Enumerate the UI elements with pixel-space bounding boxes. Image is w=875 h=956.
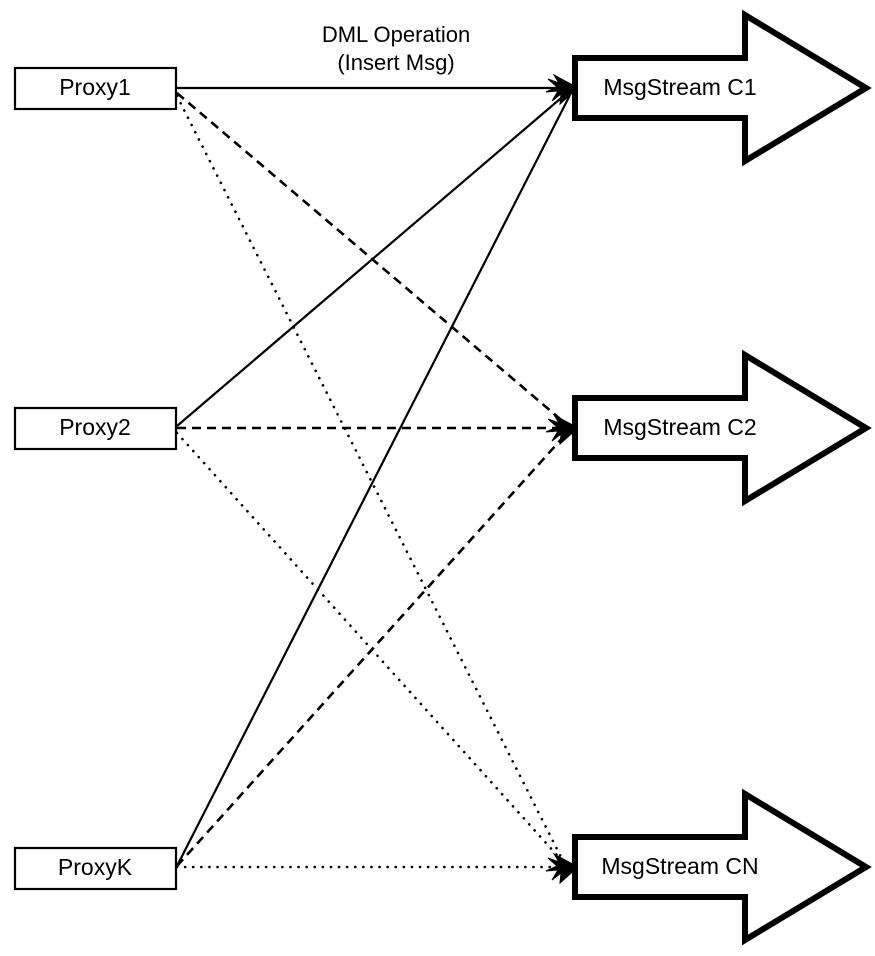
stream-node-stream_cn[interactable]: MsgStream CN (572, 788, 872, 946)
proxy-box-proxy1[interactable] (13, 66, 178, 111)
edge-label-line-1: DML Operation (322, 22, 470, 47)
arrowhead-head-cn (545, 852, 579, 885)
proxy-box-proxyk[interactable] (13, 846, 178, 891)
proxy-label-proxyk: ProxyK (58, 854, 133, 880)
link-pk-c1 (176, 94, 571, 867)
edge-label-dml-operation: DML Operation (Insert Msg) (322, 22, 470, 75)
streams-layer: MsgStream C1 MsgStream C2 MsgStream CN (572, 9, 872, 946)
link-p1-cn (175, 94, 566, 865)
proxy-node-proxy1[interactable]: Proxy1 (13, 66, 178, 111)
stream-label-stream_cn: MsgStream CN (601, 853, 758, 879)
stream-label-stream_c1: MsgStream C1 (603, 74, 756, 100)
links-layer (175, 86, 571, 869)
proxy-node-proxy2[interactable]: Proxy2 (13, 406, 178, 451)
arrowheads-layer (545, 73, 579, 885)
stream-node-stream_c1[interactable]: MsgStream C1 (572, 9, 872, 167)
stream-arrow-shape-stream_cn[interactable] (575, 788, 872, 946)
link-p2-cn (175, 431, 566, 865)
edge-label-line-2: (Insert Msg) (337, 50, 454, 75)
stream-arrow-shape-stream_c2[interactable] (575, 349, 872, 507)
arrowhead-head-c2 (545, 413, 579, 446)
proxy-node-proxyk[interactable]: ProxyK (13, 846, 178, 891)
arrowhead-head-c1 (545, 73, 579, 106)
proxy-label-proxy1: Proxy1 (59, 74, 131, 100)
proxy-label-proxy2: Proxy2 (59, 414, 131, 440)
stream-label-stream_c2: MsgStream C2 (603, 414, 756, 440)
link-p2-c1 (176, 92, 568, 427)
stream-node-stream_c2[interactable]: MsgStream C2 (572, 349, 872, 507)
link-pk-c2 (176, 433, 567, 867)
stream-arrow-shape-stream_c1[interactable] (575, 9, 872, 167)
proxy-box-proxy2[interactable] (13, 406, 178, 451)
